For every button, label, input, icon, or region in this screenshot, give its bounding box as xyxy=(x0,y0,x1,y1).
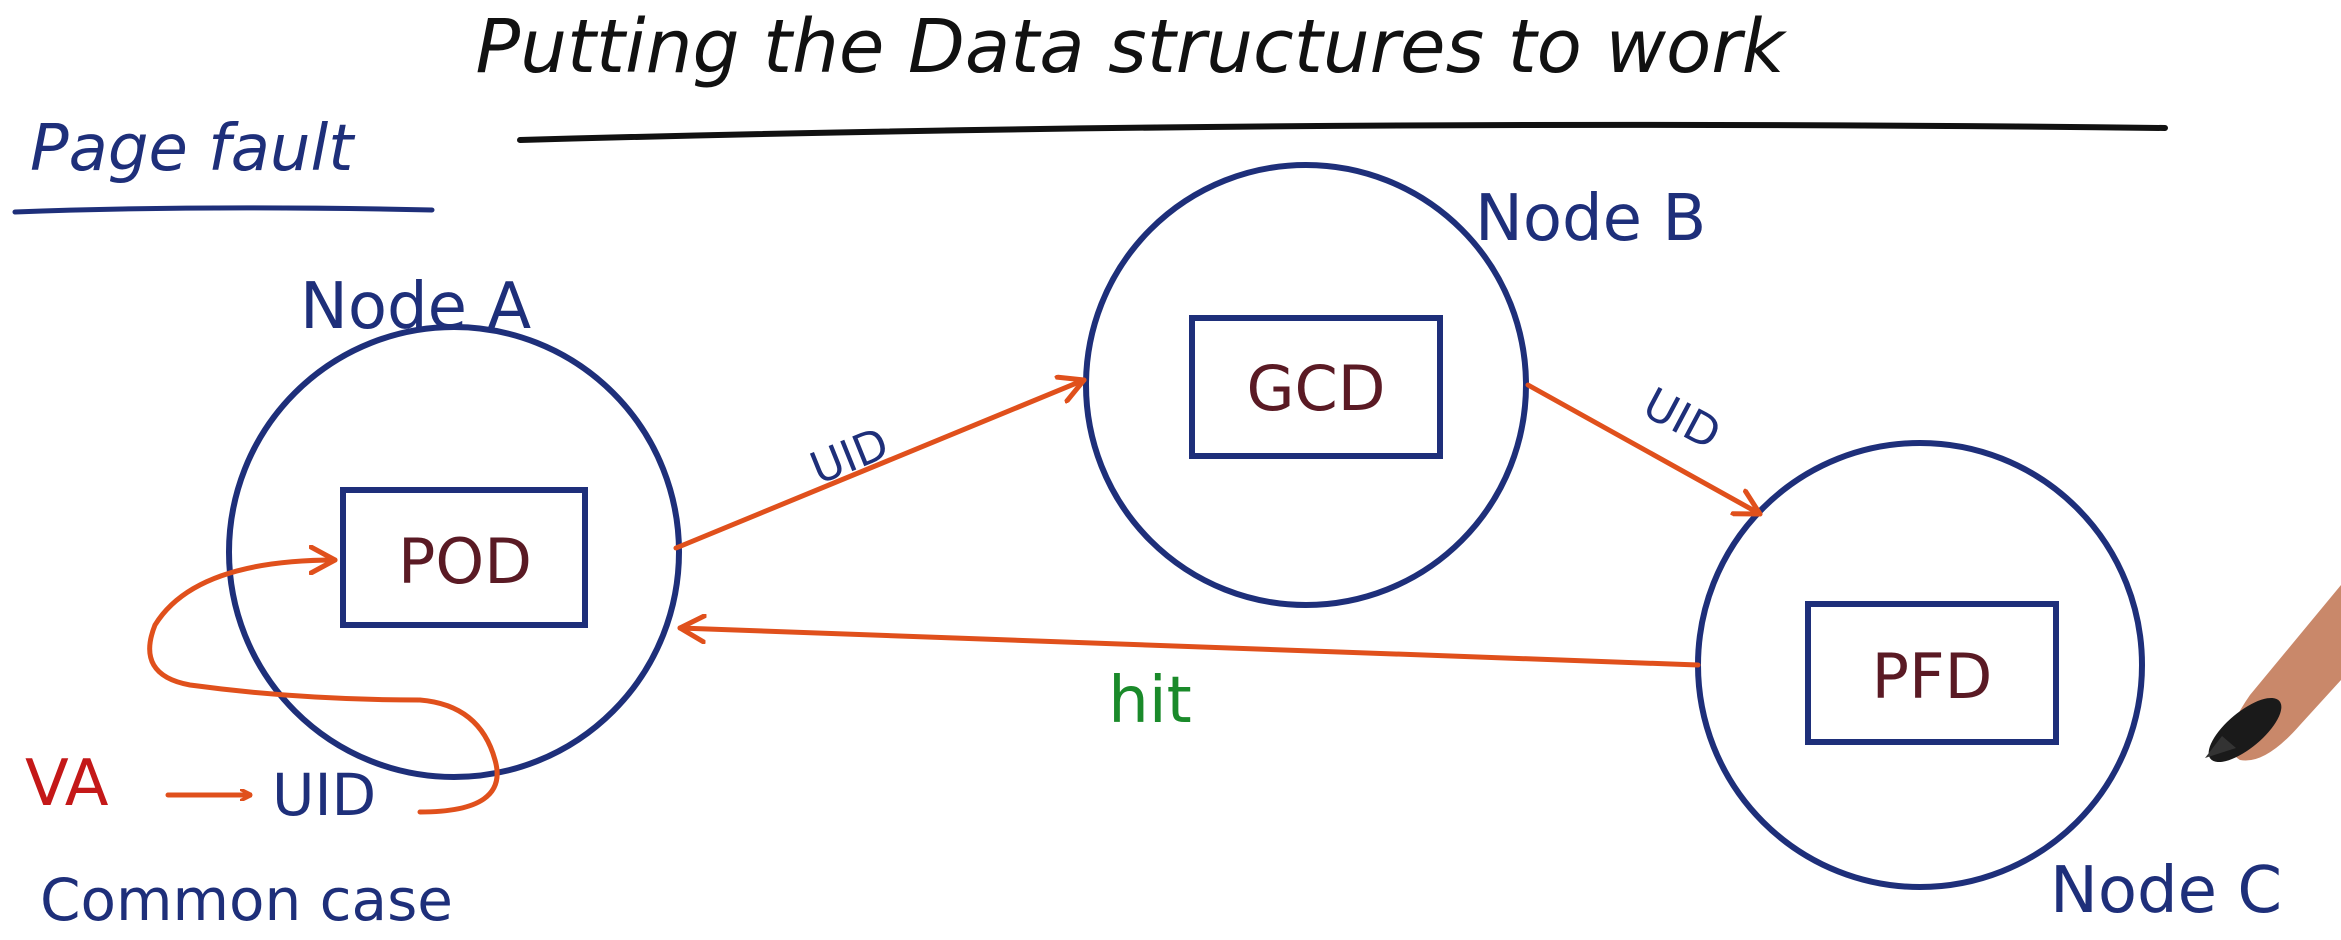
node-a-circle xyxy=(226,324,682,780)
va-label: VA xyxy=(25,747,109,821)
gcd-box xyxy=(1189,315,1443,459)
pod-label: POD xyxy=(398,525,532,598)
edge-b-c-label: UID xyxy=(1635,378,1729,460)
subtitle-underline xyxy=(12,205,435,215)
edge-c-to-a xyxy=(677,628,1701,668)
gcd-label: GCD xyxy=(1246,352,1385,425)
diagram-title: Putting the Data structures to work xyxy=(475,4,1787,90)
hit-label: hit xyxy=(1108,664,1191,738)
edge-b-to-c xyxy=(1525,382,1763,517)
title-underline xyxy=(517,121,2168,143)
pfd-label: PFD xyxy=(1872,640,1993,713)
pfd-box xyxy=(1805,601,2059,745)
subtitle-page-fault: Page fault xyxy=(30,112,356,186)
pen-icon xyxy=(2205,585,2341,763)
node-c-label: Node C xyxy=(2050,854,2282,928)
pod-box xyxy=(340,487,588,628)
edge-a-b-label: UID xyxy=(803,418,895,495)
node-b-label: Node B xyxy=(1475,182,1706,256)
uid-label: UID xyxy=(272,761,376,829)
common-case-loop-arrow xyxy=(147,560,500,815)
common-case-label: Common case xyxy=(40,866,453,934)
edge-a-to-b xyxy=(673,380,1087,551)
